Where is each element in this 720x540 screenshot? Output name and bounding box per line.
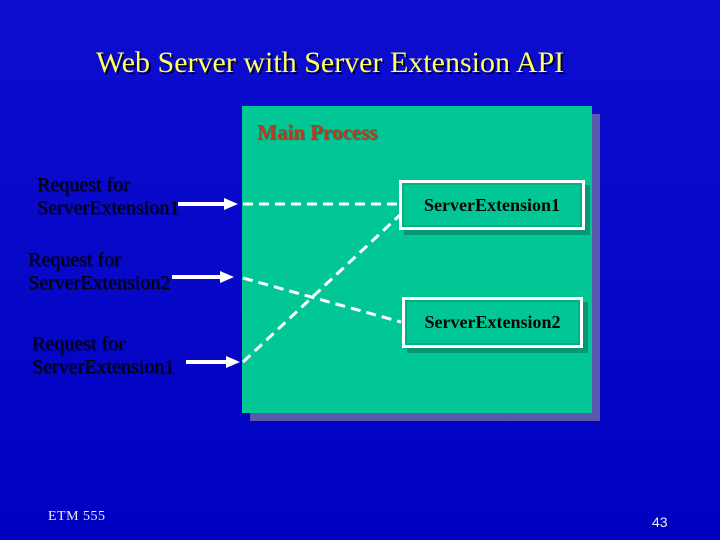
request-label-1-line1: Request for <box>37 174 130 196</box>
request-label-3: Request for ServerExtension1 <box>32 333 174 379</box>
main-process-box: Main Process ServerExtension1 ServerExte… <box>242 106 592 413</box>
request-label-3-line1: Request for <box>32 333 125 355</box>
footer-course-label: ETM 555 <box>48 509 106 524</box>
server-extension1-box: ServerExtension1 <box>399 180 585 230</box>
main-process-title: Main Process <box>257 120 378 144</box>
request-label-2: Request for ServerExtension2 <box>28 249 170 295</box>
server-extension2-box: ServerExtension2 <box>402 297 583 348</box>
slide-page-number: 43 <box>652 514 668 530</box>
server-extension2-box-label: ServerExtension2 <box>424 312 561 332</box>
slide-title: Web Server with Server Extension API <box>95 46 565 79</box>
request-label-2-line2: ServerExtension2 <box>28 272 171 294</box>
server-extension1-box-label: ServerExtension1 <box>424 194 560 215</box>
request-label-1-line2: ServerExtension1 <box>37 197 180 219</box>
request-label-1: Request for ServerExtension1 <box>37 174 179 220</box>
request-label-2-line1: Request for <box>28 249 121 271</box>
request-label-3-line2: ServerExtension1 <box>32 356 175 378</box>
